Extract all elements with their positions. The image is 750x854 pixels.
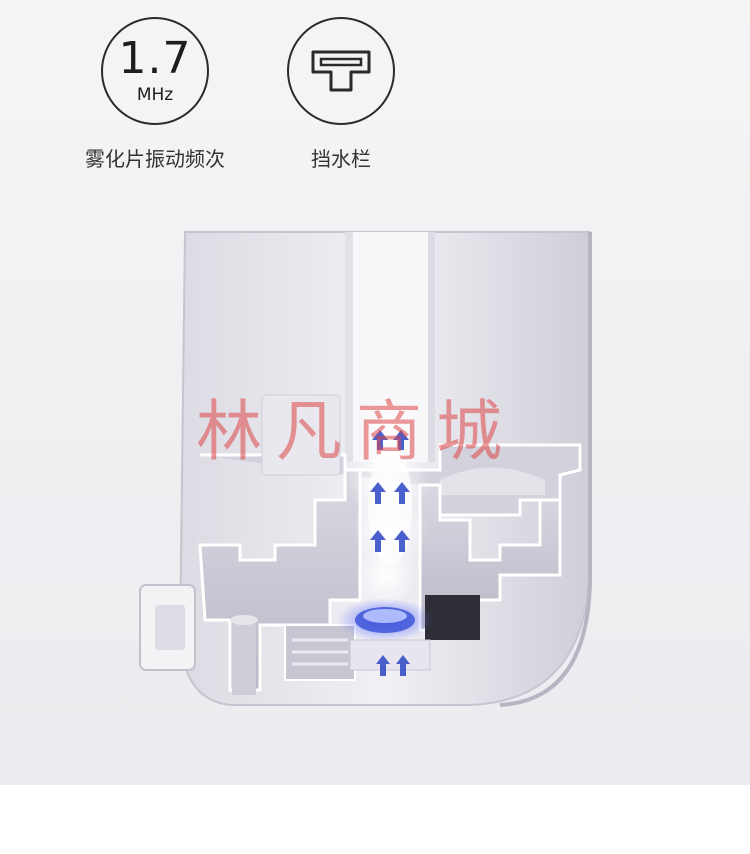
water-barrier-badge bbox=[287, 17, 395, 125]
frequency-label: 雾化片振动频次 bbox=[85, 147, 225, 171]
frequency-value: 1.7 bbox=[118, 33, 192, 84]
frequency-badge: 1.7 MHz bbox=[101, 17, 209, 125]
watermark-text: 林凡商城 bbox=[196, 393, 516, 470]
product-cutaway-image: 1.7 MHz 雾化片振动频次 挡水栏 林凡商城 bbox=[0, 0, 750, 785]
water-barrier-icon bbox=[311, 50, 371, 92]
water-barrier-label: 挡水栏 bbox=[311, 147, 371, 171]
frequency-unit: MHz bbox=[136, 85, 174, 105]
humidifier-cutaway-illustration bbox=[139, 231, 592, 707]
